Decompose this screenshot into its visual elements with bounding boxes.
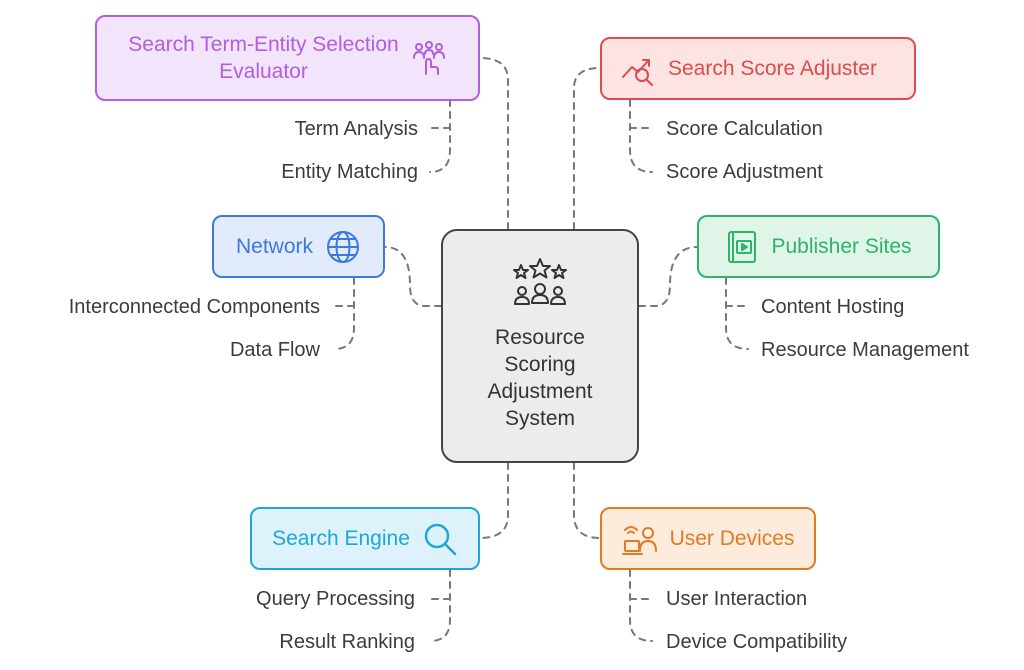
data-flow-label: Data Flow [229,339,320,361]
node-title: User Devices [669,527,795,550]
center-node-resource-scoring: Resource Scoring Adjustment System [441,229,639,463]
entity-matching-label: Entity Matching [281,161,418,183]
connector-score-adjuster [573,67,601,230]
node-title: Search Score Adjuster [668,57,877,80]
people-stars-icon [510,257,570,314]
node-user-devices: User Devices [600,507,816,570]
node-term-entity-evaluator: Search Term-Entity Selection Evaluator [95,15,480,101]
node-search-score-adjuster: Search Score Adjuster [600,37,916,100]
connector-network [384,246,442,307]
magnifier-icon [422,521,458,557]
bracket-network [333,277,355,350]
connector-search-engine [479,462,509,539]
connector-term-entity [479,57,509,230]
globe-icon [325,229,361,265]
user-laptop-icon [621,521,658,557]
score-calculation-label: Score Calculation [666,118,823,140]
bracket-term-entity [429,99,451,173]
book-video-icon [725,229,759,265]
node-title: Search Engine [272,527,410,550]
bracket-search-engine [429,569,451,642]
result-ranking-label: Result Ranking [279,631,415,653]
bracket-publisher [725,277,749,350]
resource-management-label: Resource Management [761,339,969,361]
chart-search-icon [620,51,656,87]
node-search-engine: Search Engine [250,507,480,570]
node-publisher-sites: Publisher Sites [697,215,940,278]
bracket-user-devices [629,569,653,642]
node-title: Search Term-Entity Selection Evaluator [128,33,399,83]
score-adjustment-label: Score Adjustment [666,161,823,183]
node-title: Publisher Sites [771,235,912,258]
node-title: Network [235,235,314,258]
user-interaction-label: User Interaction [666,588,808,610]
node-network: Network [212,215,385,278]
term-analysis-label: Term Analysis [294,118,418,140]
connector-publisher [638,246,698,307]
crowd-hand-icon [411,40,447,76]
center-title: Resource Scoring Adjustment System [487,326,593,430]
connector-user-devices [573,462,601,539]
bracket-score-adjuster [629,99,653,173]
interconnected-components-label: Interconnected Components [68,296,320,318]
content-hosting-label: Content Hosting [761,296,905,318]
device-compatibility-label: Device Compatibility [666,631,848,653]
query-processing-label: Query Processing [256,588,415,610]
